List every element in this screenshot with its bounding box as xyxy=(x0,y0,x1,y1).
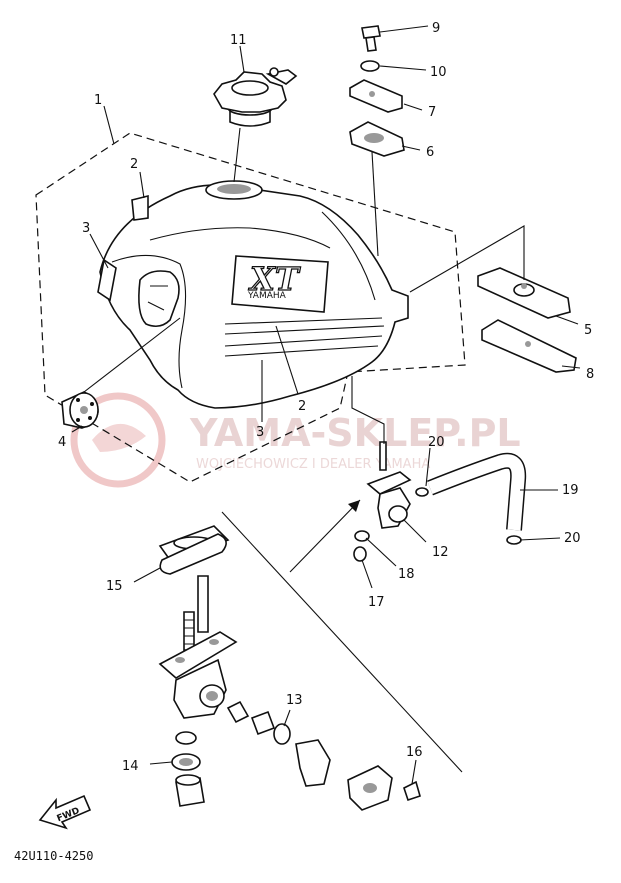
damper-seat xyxy=(349,121,405,157)
callout-16: 16 xyxy=(406,745,423,760)
damper-top xyxy=(349,79,403,113)
callout-10: 10 xyxy=(430,65,447,80)
callout-13: 13 xyxy=(286,693,303,708)
rear-stay xyxy=(477,267,571,319)
callout-14: 14 xyxy=(122,759,139,774)
callout-20-top: 20 xyxy=(428,435,445,450)
callout-6: 6 xyxy=(426,145,434,160)
fuel-cock-small xyxy=(353,441,412,562)
callout-3-left: 3 xyxy=(82,221,90,236)
gasket xyxy=(159,533,227,575)
watermark: YAMA-SKLEP.PL WOJCIECHOWICZ I DEALER YAM… xyxy=(70,392,521,488)
callout-5: 5 xyxy=(584,323,592,338)
callout-3-bottom: 3 xyxy=(256,425,264,440)
rear-stay-damper xyxy=(481,319,577,373)
fuel-tank: XT YAMAHA xyxy=(97,180,409,409)
callout-19: 19 xyxy=(562,483,579,498)
callout-4: 4 xyxy=(58,435,66,450)
callout-12: 12 xyxy=(432,545,449,560)
callout-2-top: 2 xyxy=(130,157,138,172)
callout-1: 1 xyxy=(94,93,102,108)
callout-11: 11 xyxy=(230,33,247,48)
callout-20-bottom: 20 xyxy=(564,531,581,546)
tank-damper xyxy=(61,391,99,429)
callout-2-bottom: 2 xyxy=(298,399,306,414)
fuel-cock-exploded xyxy=(158,525,421,811)
document-code: 42U110-4250 xyxy=(14,849,93,863)
callout-9: 9 xyxy=(432,21,440,36)
tank-logo: XT xyxy=(248,260,301,298)
callout-18: 18 xyxy=(398,567,415,582)
forward-arrow-icon: FWD xyxy=(38,794,92,830)
watermark-title: YAMA-SKLEP.PL xyxy=(189,411,521,455)
fuel-cap xyxy=(213,67,298,127)
tank-brand: YAMAHA xyxy=(247,291,287,301)
bolt xyxy=(361,25,381,52)
watermark-logo xyxy=(70,392,166,488)
washer xyxy=(360,60,380,72)
callout-7: 7 xyxy=(428,105,436,120)
callout-17: 17 xyxy=(368,595,385,610)
callout-8: 8 xyxy=(586,367,594,382)
watermark-subtitle: WOJCIECHOWICZ I DEALER YAMAHA xyxy=(196,457,430,472)
callout-15: 15 xyxy=(106,579,123,594)
